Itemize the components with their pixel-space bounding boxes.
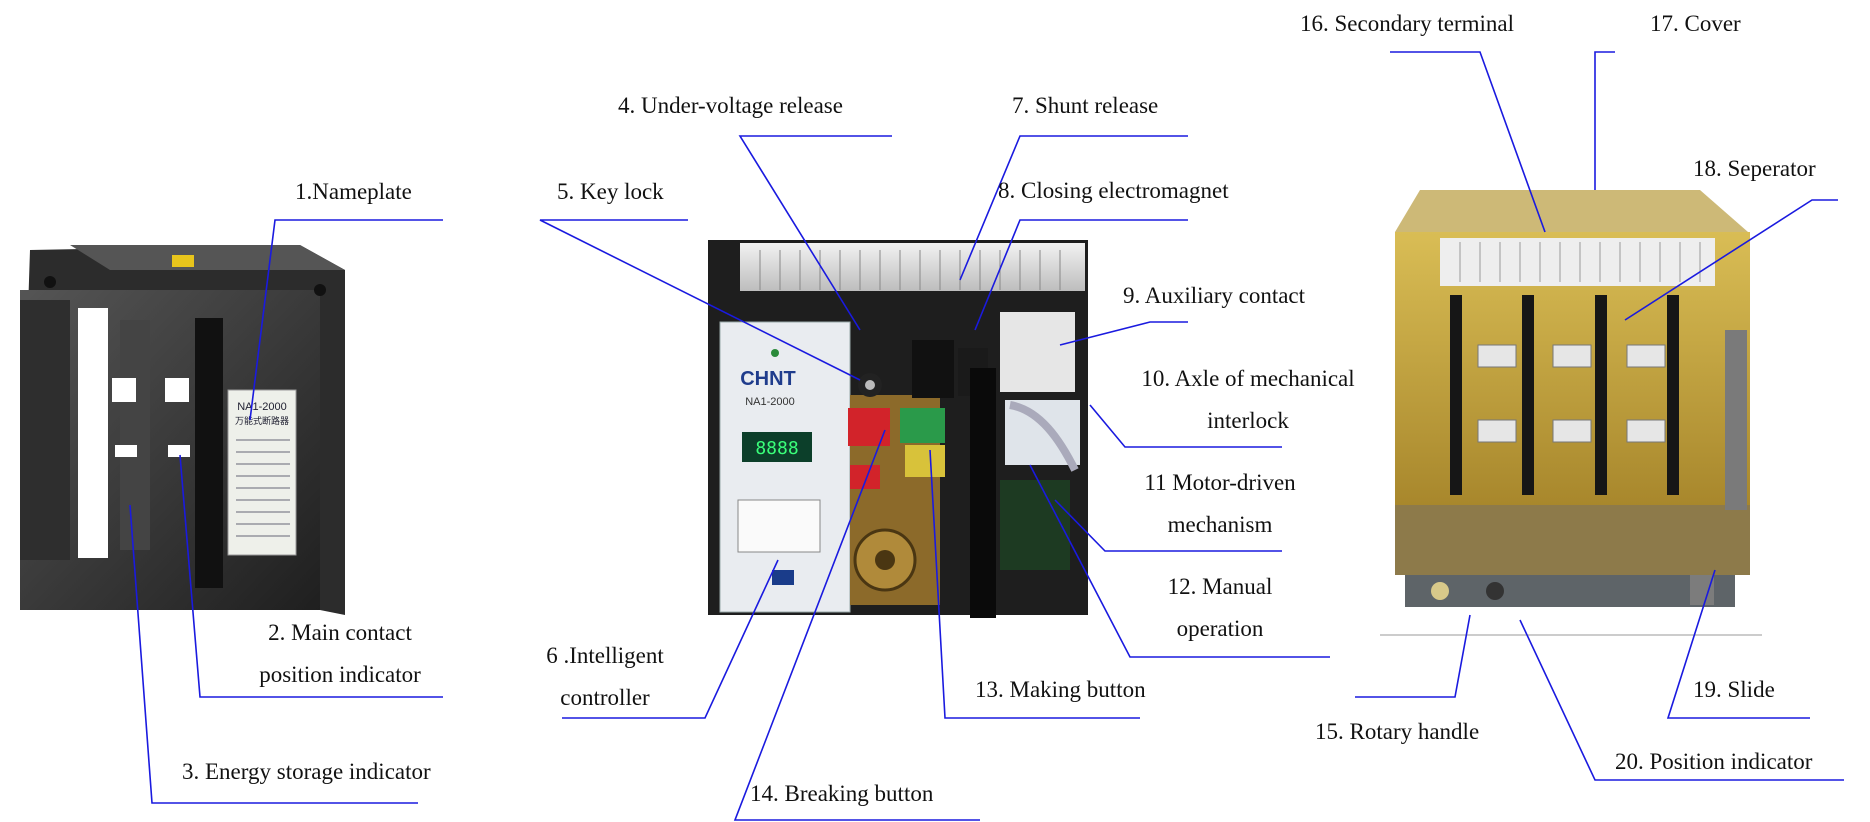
leader-15 [1355,614,1471,698]
label-under-voltage-release: 4. Under-voltage release [618,93,843,118]
nameplate-title-text: 万能式断路器 [235,415,289,427]
cover-panel-image: NA1-2000 万能式断路器 [20,245,345,615]
leader-3 [129,504,418,804]
label-main-contact-position-indicator: 2. Main contact position indicator [259,620,421,687]
label-closing-electromagnet: 8. Closing electromagnet [998,178,1229,203]
leader-7 [959,135,1188,281]
label-manual-operation: 12. Manual operation [1167,574,1273,641]
leader-19 [1666,569,1810,719]
label-intelligent-controller: 6 .Intelligent controller [546,643,664,710]
drawout-chassis-image [1395,190,1750,607]
leader-5 [539,219,861,381]
label-breaking-button: 14. Breaking button [750,781,934,806]
label-energy-storage-indicator: 3. Energy storage indicator [182,759,431,784]
label-auxiliary-contact: 9. Auxiliary contact [1123,283,1306,308]
controller-display-text: 8888 [755,438,798,459]
nameplate-model-text: NA1-2000 [237,401,287,413]
label-making-button: 13. Making button [975,677,1146,702]
leader-20 [1519,619,1844,781]
leader-17 [1594,51,1615,190]
leader-9 [1059,321,1188,346]
label-key-lock: 5. Key lock [557,179,664,204]
leader-13 [929,449,1140,719]
leader-lines [129,51,1844,821]
label-nameplate: 1.Nameplate [295,179,412,204]
controller-brand-text: CHNT [740,368,796,390]
leader-1 [249,219,443,421]
leader-18 [1624,199,1838,321]
leader-11 [1054,499,1282,552]
breaker-body-image: CHNT NA1-2000 8888 [708,240,1088,618]
controller-model-text: NA1-2000 [745,396,795,408]
leader-12 [1029,464,1330,658]
label-position-indicator: 20. Position indicator [1615,749,1813,774]
leader-8 [974,219,1188,331]
label-rotary-handle: 15. Rotary handle [1315,719,1480,744]
leader-16 [1390,51,1546,233]
label-secondary-terminal: 16. Secondary terminal [1300,11,1514,36]
leader-14 [733,429,980,821]
leader-10 [1089,404,1282,448]
label-slide: 19. Slide [1693,677,1775,702]
label-cover: 17. Cover [1650,11,1741,36]
label-motor-driven-mechanism: 11 Motor-driven mechanism [1144,470,1296,537]
label-shunt-release: 7. Shunt release [1012,93,1159,118]
leader-2 [179,454,443,698]
label-seperator: 18. Seperator [1693,156,1816,181]
leader-6 [562,559,779,719]
leader-4 [738,135,892,331]
label-axle-of-mechanical-interlock: 10. Axle of mechanical interlock [1141,366,1355,433]
